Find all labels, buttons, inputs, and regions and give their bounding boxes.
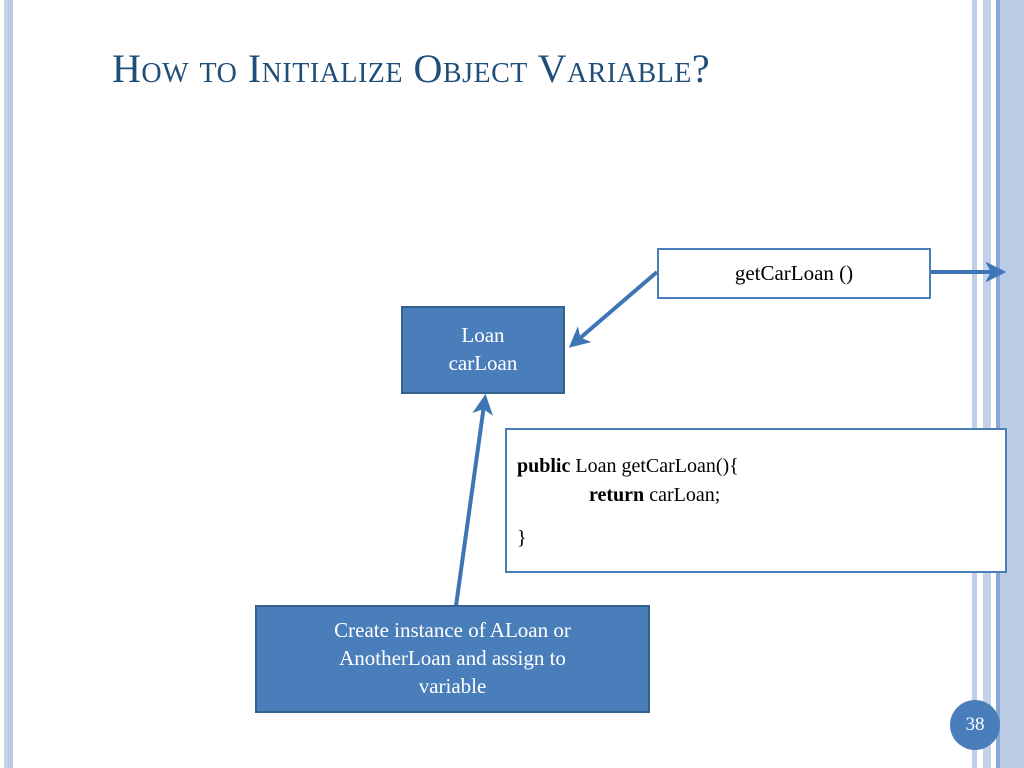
left-stripe-outer	[4, 0, 8, 768]
right-stripe-6	[1000, 0, 1024, 768]
code-keyword-public: public	[517, 455, 571, 477]
instruction-box[interactable]: Create instance of ALoan or AnotherLoan …	[255, 605, 650, 713]
variable-type-label: Loan	[461, 323, 505, 348]
page-number-badge: 38	[950, 700, 1000, 750]
instruction-line-3: variable	[418, 673, 487, 698]
variable-name-label: carLoan	[448, 351, 518, 375]
code-line-1: public Loan getCarLoan(){	[517, 452, 739, 481]
code-snippet-content: public Loan getCarLoan(){ return carLoan…	[517, 452, 739, 553]
arrow-method-to-variable	[568, 270, 659, 348]
variable-declaration-box[interactable]: Loan carLoan	[401, 306, 565, 394]
slide-title: How to Initialize Object Variable?	[112, 46, 711, 91]
right-stripe-2	[977, 0, 983, 768]
right-stripe-3	[983, 0, 991, 768]
instruction-line-1: Create instance of ALoan or	[334, 618, 571, 643]
right-stripe-1	[972, 0, 977, 768]
left-stripe-inner	[8, 0, 13, 768]
code-keyword-return: return	[589, 484, 645, 506]
instruction-line-2: AnotherLoan and assign to	[339, 646, 566, 671]
right-stripe-4	[991, 0, 996, 768]
method-signature-label: getCarLoan ()	[734, 261, 854, 285]
code-line-2: return carLoan;	[517, 481, 739, 510]
code-line-2-rest: carLoan;	[644, 484, 721, 506]
code-snippet-box[interactable]: public Loan getCarLoan(){ return carLoan…	[505, 428, 1007, 573]
code-line-3: }	[517, 527, 527, 549]
arrow-instruction-to-variable	[454, 393, 494, 607]
right-stripe-5	[996, 0, 1000, 768]
variable-declaration-text: Loan carLoan	[449, 322, 518, 377]
instruction-text: Create instance of ALoan or AnotherLoan …	[334, 617, 571, 701]
code-blank-line	[517, 510, 739, 524]
method-signature-box[interactable]: getCarLoan ()	[657, 248, 931, 299]
code-line-1-rest: Loan getCarLoan(){	[570, 455, 739, 477]
